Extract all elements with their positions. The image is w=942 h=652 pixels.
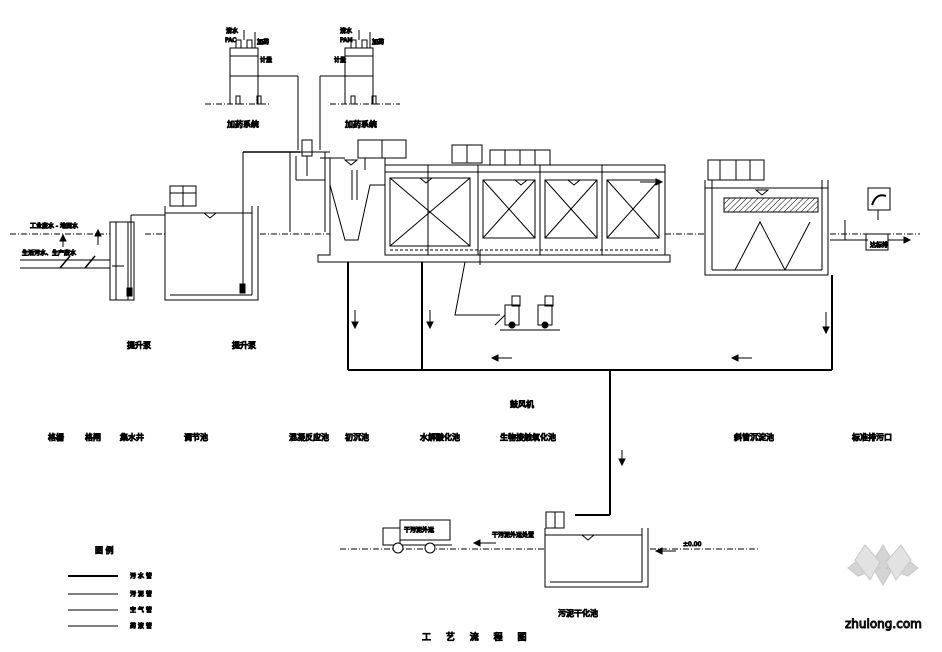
watermark-text: zhulong.com <box>845 617 922 631</box>
label-grille: 格栅 <box>48 432 64 442</box>
legend-item-air: 空 气 管 <box>130 606 152 614</box>
sludge-pipe <box>347 262 833 516</box>
truck-icon <box>382 519 452 554</box>
watermark-logo <box>847 544 919 586</box>
label-sedimentation: 初沉池 <box>345 432 369 442</box>
inlet-note-2: 工业废水 - 地面水 <box>30 222 78 230</box>
sludge-transport-note: 干污泥外运处置 <box>492 531 534 539</box>
label-lift-pump-1: 提升泵 <box>127 340 151 350</box>
flow-arrows <box>351 310 830 555</box>
dosing-left-label-b: 计量 <box>260 56 272 64</box>
label-lift-pump-2: 提升泵 <box>232 340 256 350</box>
sludge-tank-label: 污泥干化池 <box>558 608 598 618</box>
label-clarifier: 斜管沉淀池 <box>734 432 774 442</box>
ground-line <box>10 103 920 550</box>
legend-title: 图 例 <box>95 545 114 555</box>
biological-tanks <box>384 144 666 265</box>
dosing-right-chem: PAM <box>340 37 353 44</box>
dosing-left-label-a: 加药 <box>257 38 269 46</box>
legend-item-sewage: 污 水 管 <box>130 572 152 580</box>
diagram-title: 工 艺 流 程 图 <box>422 631 532 643</box>
legend-item-chemical: 药 液 管 <box>130 622 152 630</box>
label-contact-oxidation: 生物接触氧化池 <box>500 432 556 442</box>
dosing-right-label-a: 加药 <box>372 38 384 46</box>
dosing-right-label-b: 计量 <box>334 56 346 64</box>
dosing-left-water: 清水 <box>226 27 238 35</box>
dosing-system-left <box>229 30 299 150</box>
label-regulating-tank: 调节池 <box>184 432 208 442</box>
label-coag-reaction: 混凝反应池 <box>289 432 329 442</box>
regulating-tank <box>164 151 300 301</box>
ground-level: ±0.00 <box>683 541 702 548</box>
dosing-left-chem: PAC <box>225 37 236 44</box>
collection-well <box>109 214 165 301</box>
dosing-system-right <box>319 30 377 150</box>
label-well: 集水井 <box>120 432 144 442</box>
inclined-tube-clarifier <box>704 159 912 276</box>
dosing-right-water: 清水 <box>340 27 352 35</box>
outlet-icon <box>867 187 891 220</box>
dosing-system-left-label: 加药系统 <box>227 119 259 129</box>
inlet-note-1: 生活污水、生产废水 <box>22 249 76 257</box>
label-outlet: 标准排污口 <box>852 432 892 442</box>
inlet-channel <box>20 228 110 269</box>
label-hydrolysis: 水解酸化池 <box>420 432 460 442</box>
blower <box>454 261 560 331</box>
sedimentation-tank <box>317 139 671 263</box>
legend-item-sludge: 污 泥 管 <box>130 590 152 598</box>
coag-reaction-tank <box>289 139 330 232</box>
discharge-label: 达标排 <box>870 241 888 249</box>
blower-label: 鼓风机 <box>510 399 534 409</box>
legend: 图 例 污 水 管 污 泥 管 空 气 管 药 液 管 <box>68 545 152 631</box>
label-gate: 格闸 <box>85 432 101 442</box>
dosing-system-right-label: 加药系统 <box>345 119 377 129</box>
sludge-drying-tank <box>544 511 649 588</box>
truck-label: 干污泥外运 <box>404 526 434 534</box>
